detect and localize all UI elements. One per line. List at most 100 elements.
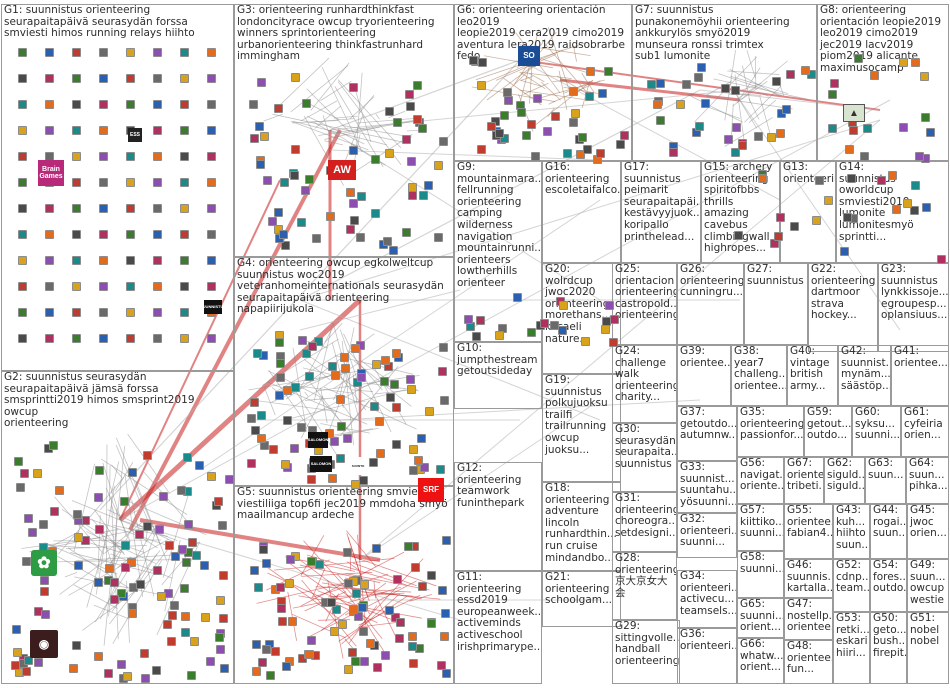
group-box-g42: G42: suunnist... mynäm... säästöp...	[838, 345, 891, 406]
graph-node	[263, 175, 273, 185]
group-box-g51: G51: nobel nobel	[907, 612, 949, 684]
graph-node	[381, 651, 391, 661]
graph-edge	[199, 199, 601, 471]
graph-node	[442, 536, 452, 546]
graph-node	[336, 454, 346, 464]
graph-node	[99, 204, 108, 213]
group-box-g63: G63: suun...	[865, 457, 906, 504]
group-box-g61: G61: cyfeiria orien...	[901, 406, 949, 457]
graph-node	[892, 205, 902, 215]
graph-node	[368, 458, 378, 468]
graph-node	[578, 133, 588, 143]
graph-edge	[278, 57, 330, 107]
graph-node	[219, 663, 229, 673]
graph-node	[477, 144, 487, 154]
graph-edge	[289, 384, 353, 394]
graph-node	[207, 178, 216, 187]
graph-node	[153, 256, 162, 265]
graph-edge	[64, 571, 78, 578]
graph-node	[910, 181, 920, 191]
graph-node	[99, 256, 108, 265]
graph-node	[99, 74, 108, 83]
graph-node	[340, 353, 350, 363]
graph-edge	[58, 477, 125, 555]
graph-node	[785, 69, 795, 79]
graph-node	[153, 308, 162, 317]
graph-node	[72, 640, 82, 650]
graph-edge	[94, 509, 115, 538]
graph-node	[495, 128, 505, 138]
graph-node	[920, 72, 930, 82]
graph-node	[72, 308, 81, 317]
graph-edge	[520, 79, 541, 87]
graph-node	[126, 152, 135, 161]
group-box-g30: G30: seurasydän seurapaita... suunnistus	[612, 423, 677, 492]
graph-node	[126, 256, 135, 265]
group-box-g52: G52: cdnp... team...	[833, 559, 870, 612]
group-box-g23: G23: suunnistus lynkkissoje... egroupesp…	[878, 263, 949, 352]
graph-node	[207, 48, 216, 57]
graph-node	[824, 195, 834, 205]
graph-node	[815, 176, 825, 186]
group-box-g46: G46: suunnis... kartalla...	[784, 559, 833, 598]
graph-node	[307, 474, 317, 484]
graph-node	[127, 467, 137, 477]
graph-node	[571, 109, 581, 119]
graph-node	[732, 122, 742, 132]
graph-node	[382, 237, 392, 247]
graph-edge	[93, 604, 131, 620]
group-label: G52: cdnp... team...	[836, 559, 870, 595]
graph-node	[409, 466, 419, 476]
graph-node	[357, 372, 367, 382]
graph-node	[207, 334, 216, 343]
graph-edge	[95, 485, 115, 595]
graph-node	[343, 548, 352, 558]
group-label: G30: seurasydän seurapaita... suunnistus	[615, 423, 677, 470]
graph-node	[370, 209, 380, 219]
group-label: G43: kuh... hiihto suun...	[836, 504, 870, 551]
graph-node	[45, 48, 54, 57]
graph-node	[246, 414, 256, 424]
graph-node	[153, 178, 162, 187]
graph-edge	[87, 518, 175, 549]
graph-node	[126, 178, 135, 187]
graph-node	[390, 380, 400, 390]
graph-edge	[706, 80, 733, 96]
graph-node	[140, 648, 150, 658]
graph-node	[562, 148, 572, 158]
group-box-g13: G13: orienteering	[780, 161, 836, 263]
group-label: G12: orienteering teamwork funinthepark	[457, 462, 525, 509]
flower-icon: ✿	[31, 550, 57, 576]
logo-g1-logo: Brain Games	[38, 160, 64, 186]
graph-node	[72, 152, 81, 161]
graph-node	[435, 464, 445, 474]
graph-node	[898, 57, 908, 67]
graph-node	[260, 132, 269, 141]
graph-node	[269, 444, 279, 454]
graph-node	[290, 73, 300, 83]
group-label: G48: orientee... fun...	[787, 640, 832, 676]
graph-node	[568, 87, 578, 97]
graph-node	[153, 204, 162, 213]
graph-node	[937, 254, 947, 264]
group-box-g18: G18: orienteering adventure lincoln runh…	[542, 482, 621, 571]
graph-node	[18, 178, 27, 187]
group-box-g41: G41: orientee...	[891, 345, 949, 406]
runner-photo-icon: ◉	[30, 630, 58, 658]
graph-node	[18, 74, 27, 83]
graph-node	[10, 661, 20, 671]
graph-node	[289, 444, 299, 454]
graph-node	[99, 334, 108, 343]
group-label: G41: orientee...	[894, 345, 948, 369]
graph-node	[258, 545, 268, 554]
graph-node	[159, 492, 169, 502]
graph-node	[180, 282, 189, 291]
group-label: G29: sittingvolle... handball orienteeri…	[615, 620, 680, 667]
graph-node	[207, 204, 216, 213]
graph-edge	[314, 122, 340, 138]
graph-edge	[124, 473, 143, 597]
graph-node	[40, 609, 50, 619]
graph-node	[395, 617, 405, 627]
graph-edge	[100, 458, 188, 515]
graph-edge	[263, 386, 276, 416]
